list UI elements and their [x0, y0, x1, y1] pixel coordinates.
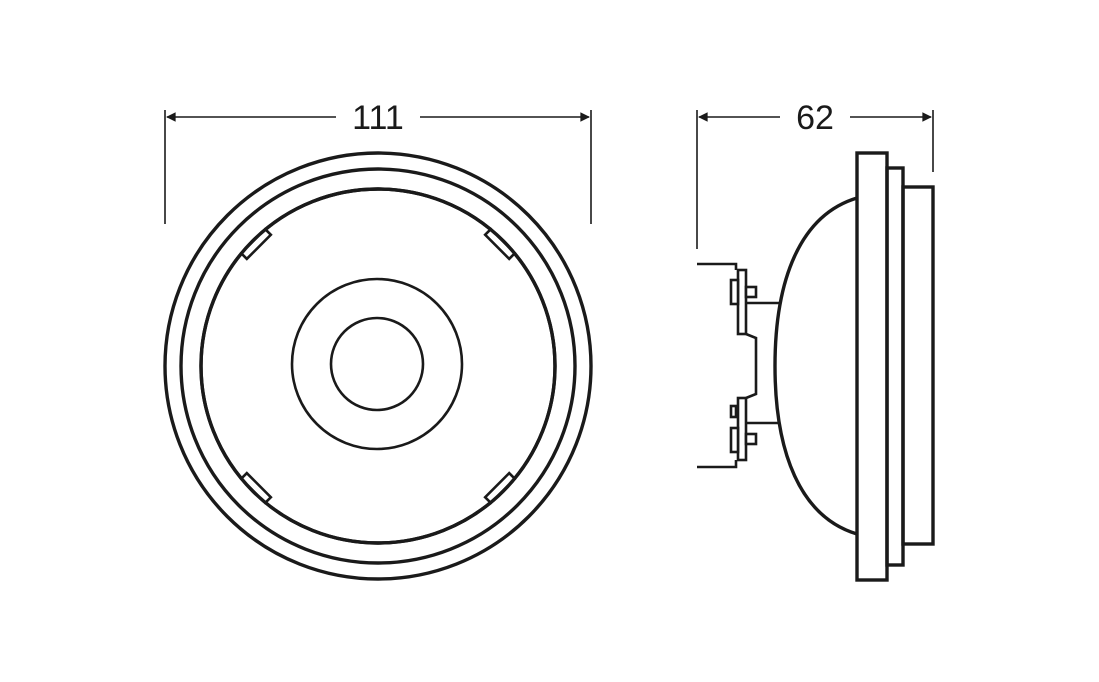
contact-lug-bottom: [744, 432, 758, 446]
side-view: 62: [696, 99, 935, 582]
contact-lug-top: [744, 285, 758, 299]
outer-rim: [163, 151, 593, 581]
front-glass: [901, 185, 935, 546]
retaining-tabs: [239, 227, 517, 505]
tab-bottom-left: [239, 471, 273, 505]
width-dimension: 111: [164, 99, 592, 224]
depth-dimension: 62: [696, 99, 934, 249]
connector-neck: [745, 332, 758, 400]
socket-outline-bottom: [697, 460, 738, 469]
width-dimension-label: 111: [352, 99, 404, 137]
front-rim-middle: [885, 166, 905, 567]
lens-outer-circle: [290, 277, 464, 451]
socket-outline-top: [697, 262, 738, 270]
front-rim-outer: [855, 151, 889, 582]
tab-bottom-right: [483, 471, 517, 505]
inner-rim-overlay: [199, 187, 557, 545]
g53-connector: [697, 262, 779, 469]
contact-pin-top: [729, 278, 740, 306]
lens-inner-circle: [329, 316, 425, 412]
contact-pin-bottom: [729, 426, 740, 454]
tab-top-right: [483, 227, 517, 261]
middle-rim: [179, 167, 577, 565]
depth-dimension-label: 62: [796, 99, 834, 137]
reflector-dome: [773, 196, 858, 536]
tab-top-left: [239, 227, 273, 261]
contact-small-pin-bottom: [729, 404, 738, 419]
front-view: 111: [163, 99, 593, 581]
